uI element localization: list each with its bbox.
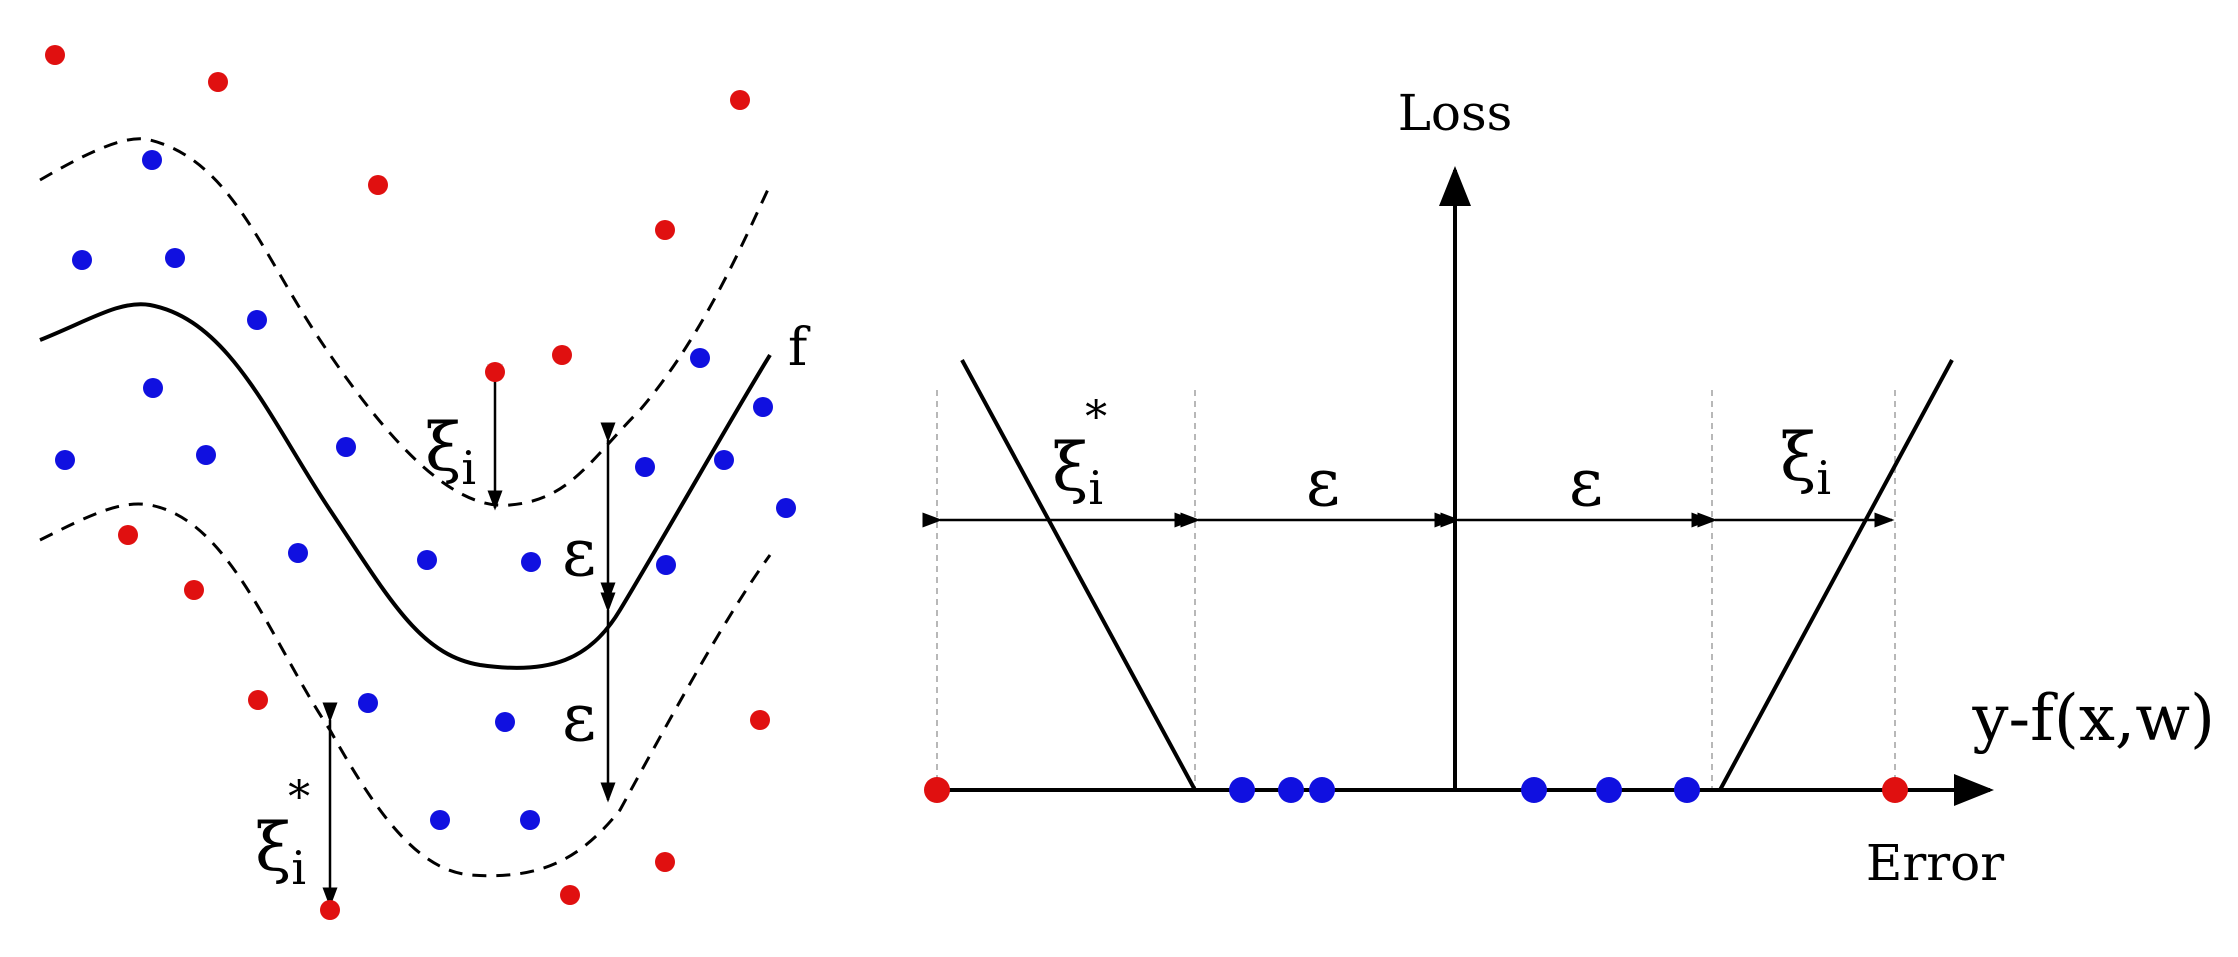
- outside-tube-point: [655, 852, 675, 872]
- inside-tube-point: [1521, 777, 1547, 803]
- outside-tube-point: [485, 362, 505, 382]
- xi-star-segment-label: ξi *: [1052, 392, 1107, 515]
- inside-tube-point: [690, 348, 710, 368]
- inside-tube-point: [1229, 777, 1255, 803]
- inside-tube-point: [635, 457, 655, 477]
- outside-tube-point: [320, 900, 340, 920]
- xi-segment-sub: i: [1816, 451, 1831, 505]
- xi-star-segment-base: ξ: [1052, 429, 1088, 506]
- epsilon-left-segment-label: ε: [1306, 444, 1340, 521]
- outside-tube-point: [1882, 777, 1908, 803]
- inside-tube-point: [495, 712, 515, 732]
- loss-axis-label: Loss: [1398, 84, 1513, 142]
- inside-tube-point: [358, 693, 378, 713]
- xi-star-lower-sub: i: [291, 841, 306, 895]
- inside-tube-point: [753, 397, 773, 417]
- outside-tube-point: [248, 690, 268, 710]
- inside-tube-point: [520, 810, 540, 830]
- loss-right-slope: [1718, 359, 1954, 791]
- regression-function-curve: [39, 302, 772, 670]
- loss-left-slope: [960, 359, 1197, 791]
- inside-tube-point: [142, 150, 162, 170]
- inside-tube-point: [1596, 777, 1622, 803]
- inside-tube-point: [1278, 777, 1304, 803]
- inside-tube-point: [143, 378, 163, 398]
- outside-tube-point: [924, 777, 950, 803]
- xi-upper-label: ξi: [425, 409, 476, 495]
- inside-tube-point: [714, 450, 734, 470]
- outside-tube-point: [118, 525, 138, 545]
- lower-epsilon-boundary: [39, 502, 772, 878]
- inside-tube-point: [247, 310, 267, 330]
- inside-tube-point: [1309, 777, 1335, 803]
- upper-epsilon-boundary: [39, 137, 772, 507]
- epsilon-lower-label: ε: [562, 679, 596, 756]
- xi-star-segment-sub: i: [1088, 461, 1103, 515]
- xi-segment-base: ξ: [1780, 419, 1816, 496]
- inside-tube-point: [196, 445, 216, 465]
- right-data-points: [924, 777, 1908, 803]
- left-data-points: [45, 45, 796, 920]
- xi-upper-sub: i: [461, 441, 476, 495]
- outside-tube-point: [45, 45, 65, 65]
- right-panel: Loss Error y-f(x,w) ξi* ε ε ξi: [922, 84, 2215, 892]
- outside-tube-point: [560, 885, 580, 905]
- outside-tube-point: [208, 72, 228, 92]
- outside-tube-point: [730, 90, 750, 110]
- outside-tube-point: [750, 710, 770, 730]
- epsilon-upper-label: ε: [562, 514, 596, 591]
- function-label: f: [788, 318, 811, 378]
- error-axis-label: Error: [1866, 834, 2004, 892]
- inside-tube-point: [165, 248, 185, 268]
- xi-star-lower-label: ξi *: [255, 772, 310, 895]
- outside-tube-point: [368, 175, 388, 195]
- xi-segment-label: ξi: [1780, 419, 1831, 505]
- outside-tube-point: [655, 220, 675, 240]
- inside-tube-point: [336, 437, 356, 457]
- inside-tube-point: [776, 498, 796, 518]
- inside-tube-point: [288, 543, 308, 563]
- xi-star-lower-sup: *: [288, 772, 310, 823]
- inside-tube-point: [72, 250, 92, 270]
- outside-tube-point: [184, 580, 204, 600]
- outside-tube-point: [552, 345, 572, 365]
- epsilon-right-segment-label: ε: [1569, 444, 1603, 521]
- xi-upper-base: ξ: [425, 409, 461, 486]
- inside-tube-point: [1674, 777, 1700, 803]
- left-panel: f ξi ε ε ξi*: [39, 45, 811, 920]
- inside-tube-point: [656, 555, 676, 575]
- inside-tube-point: [521, 552, 541, 572]
- x-axis-formula-label: y-f(x,w): [1971, 682, 2215, 756]
- inside-tube-point: [55, 450, 75, 470]
- inside-tube-point: [430, 810, 450, 830]
- xi-star-segment-sup: *: [1085, 392, 1107, 443]
- inside-tube-point: [417, 550, 437, 570]
- xi-star-lower-base: ξ: [255, 809, 291, 886]
